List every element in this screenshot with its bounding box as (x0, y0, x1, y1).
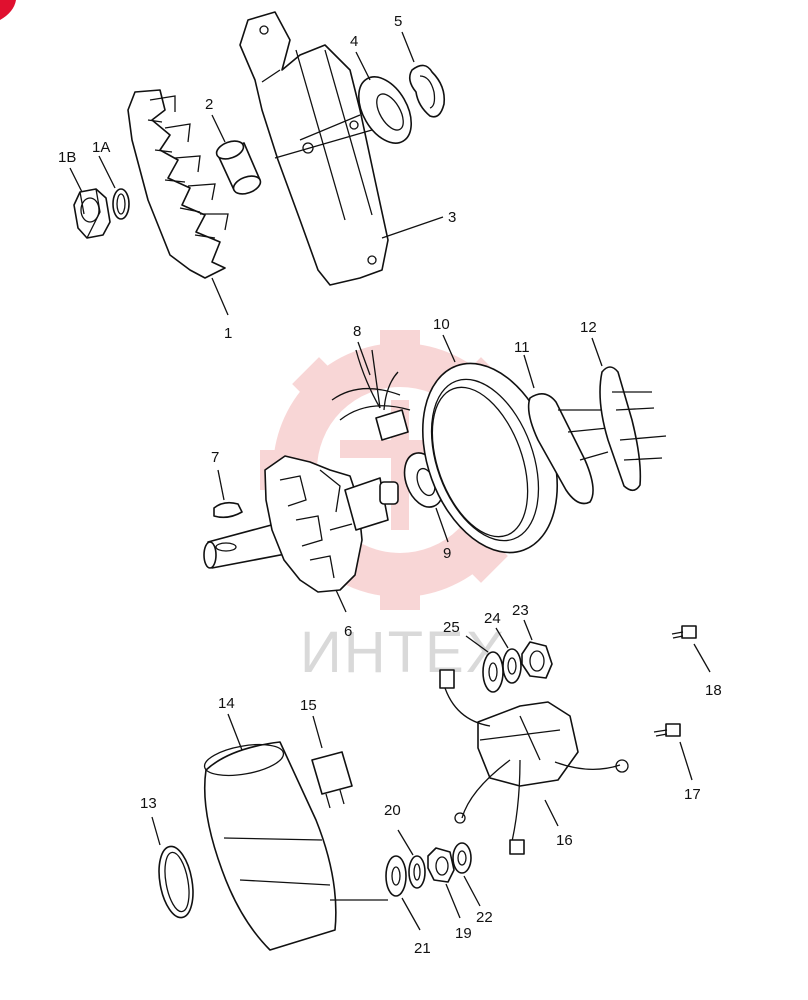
part-11-insulator-plate (527, 393, 610, 505)
corner-mark (0, 0, 16, 20)
part-19-nut (427, 847, 455, 883)
part-1a-snap-ring (112, 188, 130, 220)
label-1: 1 (224, 325, 232, 342)
part-labels: 1 1A 1B 2 3 4 5 6 7 8 9 10 11 12 13 14 1… (58, 13, 722, 957)
part-21-washer (385, 855, 407, 897)
label-3: 3 (448, 209, 456, 226)
part-23-nut (521, 641, 553, 679)
label-9: 9 (443, 545, 451, 562)
label-7: 7 (211, 449, 219, 466)
part-6-rotor-assembly (203, 455, 399, 593)
part-2-bushing (215, 140, 262, 195)
leader-lines (69, 31, 711, 931)
watermark-text: ИНТЕХ (300, 620, 506, 685)
label-1b: 1B (58, 149, 76, 166)
part-17-screw (653, 723, 681, 737)
label-22: 22 (476, 909, 493, 926)
label-17: 17 (684, 786, 701, 803)
label-19: 19 (455, 925, 472, 942)
part-5-wave-washer (408, 64, 446, 118)
part-7-woodruff-key (213, 501, 243, 519)
part-20-lock-washer (408, 855, 426, 889)
part-8-brush-holder (331, 349, 411, 441)
part-4-bearing (357, 76, 413, 144)
label-20: 20 (384, 802, 401, 819)
part-24-lock-washer (502, 648, 522, 684)
label-4: 4 (350, 33, 358, 50)
part-1b-nut (73, 188, 111, 239)
label-24: 24 (484, 610, 501, 627)
label-15: 15 (300, 697, 317, 714)
label-21: 21 (414, 940, 431, 957)
label-10: 10 (433, 316, 450, 333)
part-13-o-ring (158, 845, 194, 919)
label-25: 25 (443, 619, 460, 636)
part-14-stator (203, 741, 388, 951)
part-3-end-frame (239, 11, 389, 286)
label-8: 8 (353, 323, 361, 340)
part-18-screw (671, 625, 697, 639)
part-1-claw-pole (127, 89, 229, 279)
part-22-washer (452, 842, 472, 874)
label-13: 13 (140, 795, 157, 812)
label-1a: 1A (92, 139, 110, 156)
part-12-rectifier-bridge (599, 366, 667, 492)
part-16-voltage-regulator (439, 669, 629, 855)
part-25-washer (482, 651, 504, 693)
label-12: 12 (580, 319, 597, 336)
label-6: 6 (344, 623, 352, 640)
label-5: 5 (394, 13, 402, 30)
label-2: 2 (205, 96, 213, 113)
label-16: 16 (556, 832, 573, 849)
part-15-plug-connector (311, 751, 353, 809)
label-14: 14 (218, 695, 235, 712)
label-11: 11 (514, 339, 530, 356)
label-18: 18 (705, 682, 722, 699)
label-23: 23 (512, 602, 529, 619)
